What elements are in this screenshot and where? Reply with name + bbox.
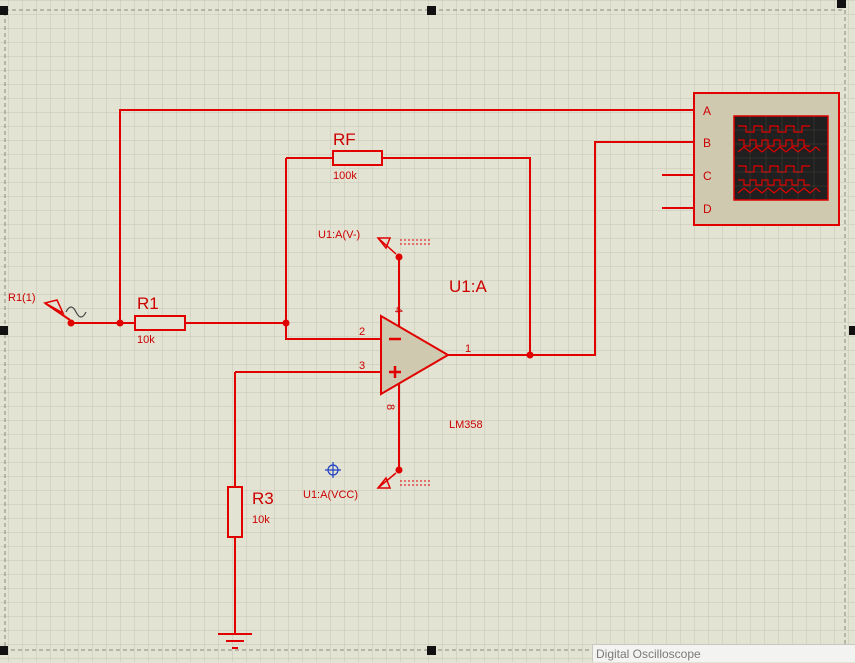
junctions [67,253,534,474]
pin-vplus-number: 8 [384,404,396,410]
vcc-label: U1:A(VCC) [303,489,358,501]
terminal-hatch-icon [400,239,430,245]
resistor-rf[interactable]: RF 100k [332,130,383,182]
status-text: Digital Oscilloscope [596,647,701,661]
pin-noninv-number: 3 [359,360,365,372]
channel-d-label: D [703,202,712,216]
resistor-r3[interactable]: R3 10k [227,486,274,538]
origin-marker-icon [325,462,341,478]
opamp-u1a[interactable]: U1:A LM358 2 3 1 4 8 [359,277,487,431]
digital-oscilloscope[interactable]: A B C D [693,92,840,226]
rf-value: 100k [333,170,357,182]
source-label: R1(1) [8,292,36,304]
pin-inv-number: 2 [359,326,365,338]
wires [72,109,694,634]
r3-name: R3 [252,489,274,508]
resistor-r1[interactable]: R1 10k [134,294,186,346]
r1-value: 10k [137,334,155,346]
channel-c-label: C [703,169,712,183]
r1-name: R1 [137,294,159,313]
scope-grid [734,116,828,200]
vminus-label: U1:A(V-) [318,229,360,241]
rf-name: RF [333,130,356,149]
ground-icon [218,633,252,649]
ac-source-terminal[interactable]: R1(1) [8,292,87,321]
sine-wave-icon [65,306,87,318]
pin-out-number: 1 [465,343,471,355]
channel-a-label: A [703,104,711,118]
vminus-terminal[interactable]: U1:A(V-) [318,229,430,255]
pin-vminus-number: 4 [392,307,404,313]
status-bar: Digital Oscilloscope [592,644,855,662]
plus-sign-icon [389,366,401,378]
terminal-hatch-icon [400,480,430,486]
channel-b-label: B [703,136,711,150]
r3-value: 10k [252,514,270,526]
opamp-part: LM358 [449,419,483,431]
opamp-name: U1:A [449,277,487,296]
vcc-terminal[interactable]: U1:A(VCC) [303,472,430,501]
